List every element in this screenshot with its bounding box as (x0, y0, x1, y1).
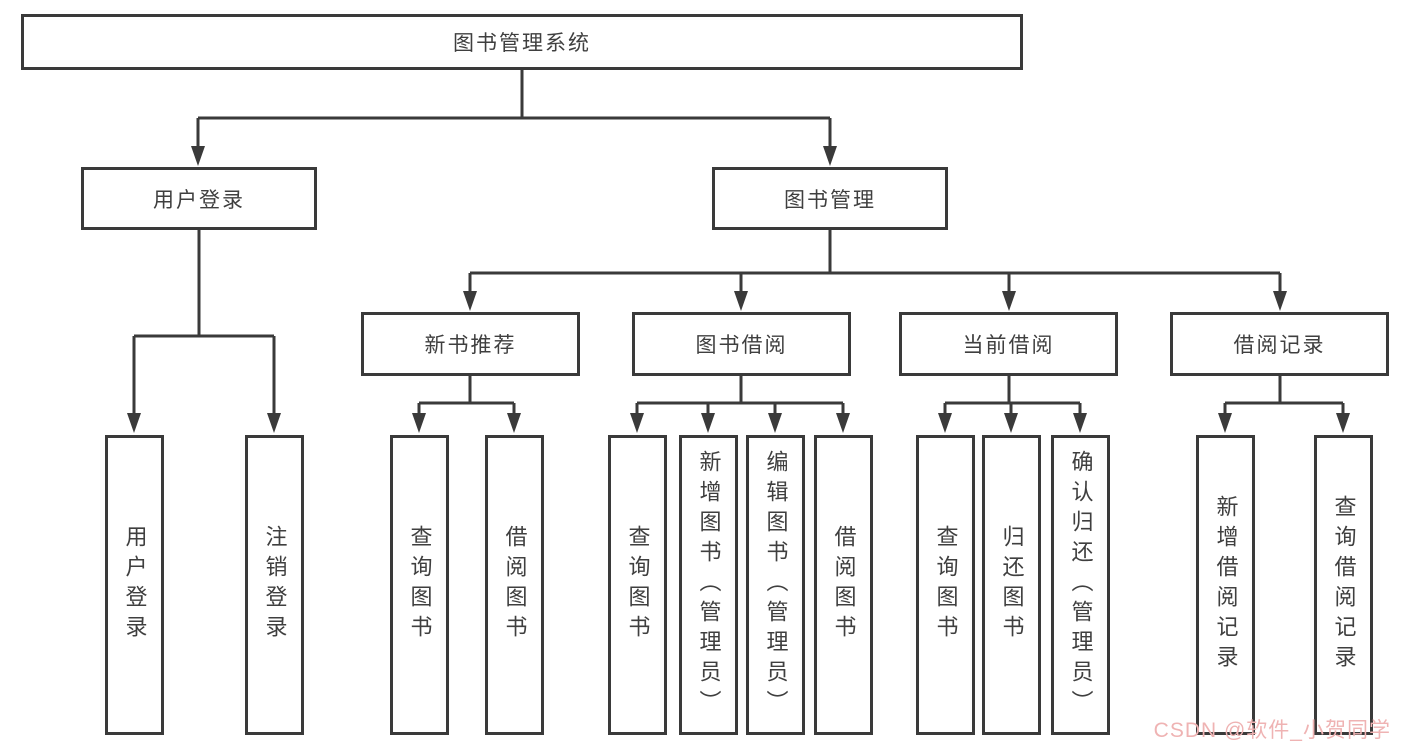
leaf-add-borrow-record: 新增借阅记录 (1196, 435, 1255, 735)
leaf-borrow-books-2: 借阅图书 (814, 435, 873, 735)
leaf-user-login: 用户登录 (105, 435, 164, 735)
leaf-query-books-1: 查询图书 (390, 435, 449, 735)
leaf-query-books-3: 查询图书 (916, 435, 975, 735)
leaf-query-borrow-record: 查询借阅记录 (1314, 435, 1373, 735)
leaf-edit-books-admin: 编辑图书（管理员） (746, 435, 805, 735)
node-current-borrow: 当前借阅 (899, 312, 1118, 376)
csdn-watermark: CSDN @软件_小贺同学 (1153, 719, 1391, 742)
node-root: 图书管理系统 (21, 14, 1023, 70)
node-new-book-recommend: 新书推荐 (361, 312, 580, 376)
leaf-add-books-admin: 新增图书（管理员） (679, 435, 738, 735)
leaf-borrow-books-1: 借阅图书 (485, 435, 544, 735)
node-book-management: 图书管理 (712, 167, 948, 230)
node-book-borrow: 图书借阅 (632, 312, 851, 376)
leaf-return-books: 归还图书 (982, 435, 1041, 735)
node-borrow-records: 借阅记录 (1170, 312, 1389, 376)
leaf-query-books-2: 查询图书 (608, 435, 667, 735)
leaf-logout: 注销登录 (245, 435, 304, 735)
node-user-login: 用户登录 (81, 167, 317, 230)
leaf-confirm-return-admin: 确认归还（管理员） (1051, 435, 1110, 735)
